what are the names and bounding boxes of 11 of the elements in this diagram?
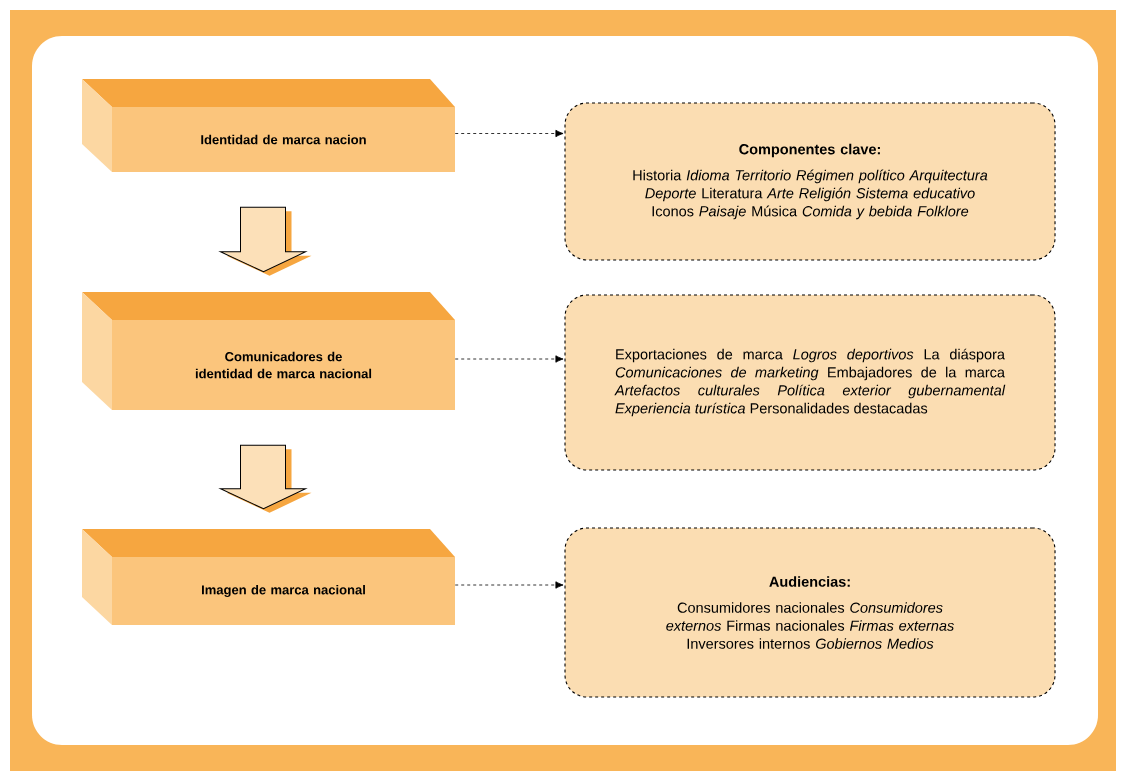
block-box: Imagen de marca nacional bbox=[82, 529, 455, 625]
block-arrow bbox=[220, 444, 312, 513]
info-box: Audiencias: Consumidores nacionales Consumidores externos Firmas nacionales Firmas externas Inversores internos Gobiernos Medios bbox=[564, 527, 1056, 698]
dashed-arrow bbox=[454, 581, 564, 589]
dashed-arrow bbox=[454, 355, 564, 363]
block-arrow bbox=[220, 206, 312, 276]
block-box: Comunicadores de identidad de marca nacional bbox=[82, 292, 455, 410]
block-box: Identidad de marca nacion bbox=[82, 79, 455, 172]
info-box: Componentes clave: Historia Idioma Territorio Régimen político Arquitectura Deporte Literatura Arte Religión Sistema educativo Iconos Paisaje Música Comida y bebida Folklore bbox=[564, 102, 1056, 261]
dashed-arrow bbox=[454, 129, 564, 138]
info-box: Exportaciones de marca Logros deportivos La diáspora Comunicaciones de marketing Embajadores de la marca Artefactos culturales Política exterior gubernamental Experiencia turística Personalidades destacadas bbox=[564, 294, 1056, 471]
